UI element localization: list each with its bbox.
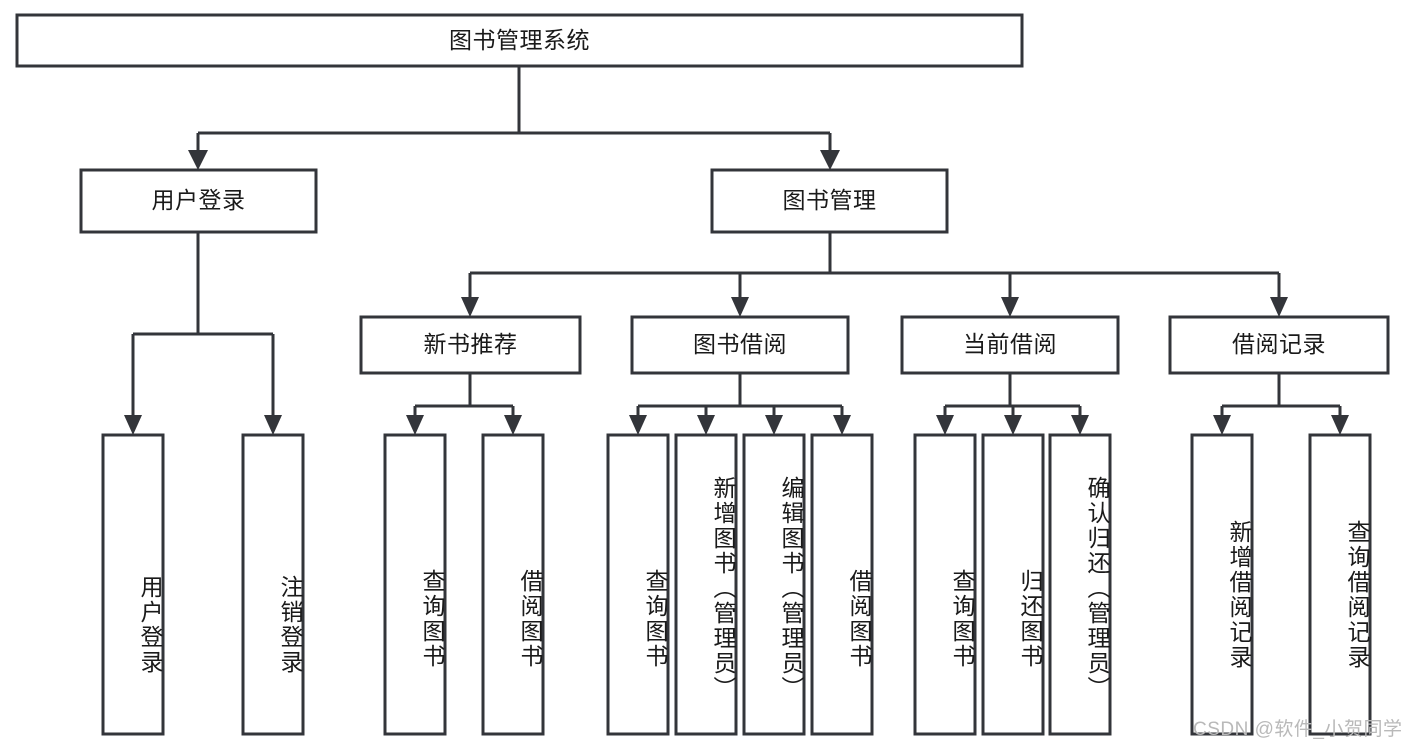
node-box-leaf-add-record[interactable] [1190, 433, 1254, 736]
node-box-book-borrow[interactable] [630, 315, 850, 375]
node-box-borrow-record[interactable] [1168, 315, 1390, 375]
arrowhead-leaf-borrow-book-2 [833, 415, 851, 435]
csdn-watermark: CSDN @软件_小贺同学 [1193, 719, 1403, 740]
node-box-leaf-user-login[interactable] [101, 433, 165, 736]
arrowhead-book-borrow [731, 297, 749, 317]
arrowhead-borrow-record [1270, 297, 1288, 317]
arrowhead-leaf-add-book [697, 415, 715, 435]
arrowhead-new-book-recommend [461, 297, 479, 317]
arrowhead-current-borrow [1001, 297, 1019, 317]
arrowhead-leaf-return-book [1004, 415, 1022, 435]
arrowhead-leaf-query-book-1 [406, 415, 424, 435]
node-box-leaf-confirm-return[interactable] [1048, 433, 1112, 736]
node-box-leaf-borrow-book-1[interactable] [481, 433, 545, 736]
connector-layer [124, 66, 1349, 435]
node-box-leaf-add-book[interactable] [674, 433, 738, 736]
node-box-leaf-query-book-1[interactable] [383, 433, 447, 736]
arrowhead-leaf-edit-book [765, 415, 783, 435]
arrowhead-leaf-borrow-book-1 [504, 415, 522, 435]
node-box-leaf-borrow-book-2[interactable] [810, 433, 874, 736]
arrowhead-leaf-query-record [1331, 415, 1349, 435]
arrowhead-book-manage [820, 150, 840, 170]
arrowhead-leaf-user-login [124, 415, 142, 435]
arrowhead-leaf-confirm-return [1071, 415, 1089, 435]
node-box-user-login[interactable] [79, 168, 318, 234]
node-box-current-borrow[interactable] [900, 315, 1120, 375]
arrowhead-leaf-query-book-2 [629, 415, 647, 435]
node-box-new-book-recommend[interactable] [359, 315, 582, 375]
node-box-book-manage[interactable] [710, 168, 949, 234]
arrowhead-leaf-user-logout [264, 415, 282, 435]
arrowhead-user-login [188, 150, 208, 170]
node-box-leaf-query-record[interactable] [1308, 433, 1372, 736]
arrowhead-leaf-add-record [1213, 415, 1231, 435]
arrowhead-leaf-query-book-3 [936, 415, 954, 435]
node-box-leaf-query-book-3[interactable] [913, 433, 977, 736]
node-box-root[interactable] [15, 13, 1024, 68]
node-box-leaf-edit-book[interactable] [742, 433, 806, 736]
node-box-leaf-return-book[interactable] [981, 433, 1045, 736]
node-box-layer [15, 13, 1390, 736]
node-box-leaf-user-logout[interactable] [241, 433, 305, 736]
node-box-leaf-query-book-2[interactable] [606, 433, 670, 736]
